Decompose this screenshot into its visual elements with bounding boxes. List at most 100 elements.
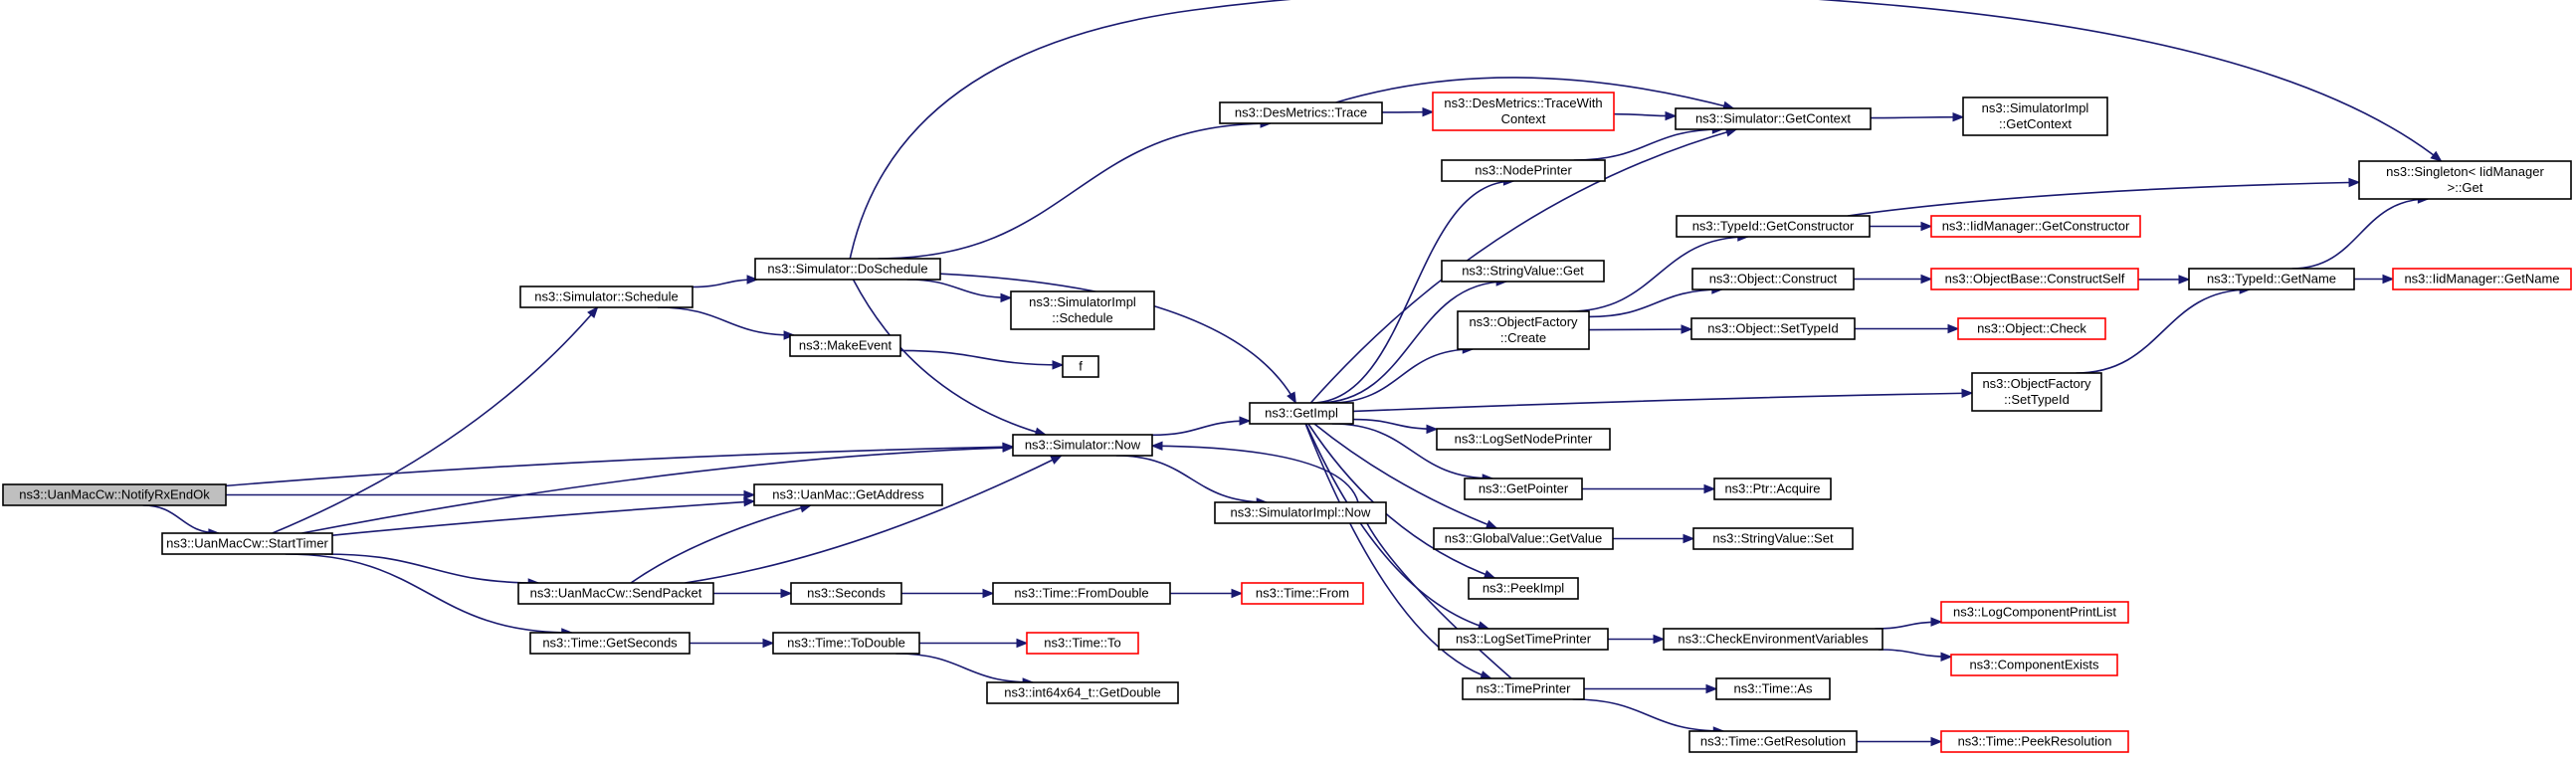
function-node-now[interactable]: ns3::Simulator::Now — [1012, 434, 1153, 457]
function-node-box — [2358, 160, 2572, 200]
function-node-ofcreate[interactable]: ns3::ObjectFactory::Create — [1457, 310, 1590, 350]
function-node-implgetctx[interactable]: ns3::SimulatorImpl::GetContext — [1962, 96, 2108, 136]
function-node-label: ns3::MakeEvent — [799, 338, 892, 353]
function-node-timefrom[interactable]: ns3::Time::From — [1241, 582, 1364, 605]
function-node-label: ns3::TypeId::GetConstructor — [1692, 219, 1855, 234]
function-node-box — [1219, 101, 1383, 124]
function-node-label: ns3::UanMacCw::SendPacket — [530, 586, 702, 601]
function-node-box — [1688, 730, 1858, 753]
function-node-f[interactable]: f — [1062, 355, 1099, 378]
function-node-nodeprinter[interactable]: ns3::NodePrinter — [1441, 159, 1606, 182]
function-node-peekimpl[interactable]: ns3::PeekImpl — [1468, 577, 1579, 600]
function-node-label: ns3::IidManager::GetConstructor — [1942, 219, 2130, 234]
function-node-todouble[interactable]: ns3::Time::ToDouble — [772, 632, 920, 655]
arrowhead-icon — [1231, 588, 1244, 599]
arrowhead-icon — [1703, 483, 1716, 494]
call-edge-obconstructself-to-typegetname — [2137, 275, 2191, 285]
arrowhead-icon — [1150, 441, 1163, 452]
function-node-typegetname[interactable]: ns3::TypeId::GetName — [2188, 268, 2355, 290]
call-edge-objsettypeid-to-objcheck — [1855, 323, 1960, 334]
function-node-getaddress[interactable]: ns3::UanMac::GetAddress — [753, 483, 943, 506]
call-edge-getimpl-to-lognodeprinter — [1352, 418, 1439, 435]
function-node-label: ns3::GlobalValue::GetValue — [1445, 531, 1603, 546]
function-node-label: ns3::TimePrinter — [1477, 681, 1572, 696]
arrowhead-icon — [1705, 683, 1718, 694]
function-node-label: ns3::Simulator::Schedule — [534, 289, 679, 304]
function-node-getpointer[interactable]: ns3::GetPointer — [1464, 477, 1583, 500]
function-node-timeas[interactable]: ns3::Time::As — [1715, 677, 1831, 700]
call-edge-schedule-to-makeevent — [657, 306, 796, 340]
function-node-sendpacket[interactable]: ns3::UanMacCw::SendPacket — [517, 582, 714, 605]
call-edge-now-to-getimpl — [1151, 416, 1252, 437]
function-node-compexists[interactable]: ns3::ComponentExists — [1950, 654, 2118, 676]
function-node-logcomplist[interactable]: ns3::LogComponentPrintList — [1940, 601, 2129, 624]
function-node-seconds[interactable]: ns3::Seconds — [790, 582, 902, 605]
function-node-box — [1930, 268, 2139, 290]
function-node-implschedule[interactable]: ns3::SimulatorImpl::Schedule — [1010, 290, 1155, 330]
function-node-label: ns3::ComponentExists — [1969, 658, 2099, 672]
arrowhead-icon — [1239, 416, 1252, 426]
function-node-lognodeprinter[interactable]: ns3::LogSetNodePrinter — [1436, 428, 1611, 451]
function-node-gvgetvalue[interactable]: ns3::GlobalValue::GetValue — [1433, 527, 1614, 550]
arrowhead-icon — [1016, 638, 1029, 649]
function-node-obconstructself[interactable]: ns3::ObjectBase::ConstructSelf — [1930, 268, 2139, 290]
function-node-typegetctor[interactable]: ns3::TypeId::GetConstructor — [1676, 215, 1871, 238]
function-node-box — [1713, 477, 1832, 500]
function-node-logtimeprinter[interactable]: ns3::LogSetTimePrinter — [1438, 628, 1609, 651]
function-node-implnow[interactable]: ns3::SimulatorImpl::Now — [1214, 501, 1387, 524]
function-node-box — [161, 532, 333, 555]
function-node-objconstruct[interactable]: ns3::Object::Construct — [1691, 268, 1855, 290]
function-node-getcontext[interactable]: ns3::Simulator::GetContext — [1675, 107, 1872, 130]
function-node-label: ns3::GetPointer — [1479, 481, 1569, 496]
function-node-stringvalueget[interactable]: ns3::StringValue::Get — [1441, 260, 1605, 283]
function-node-singleton[interactable]: ns3::Singleton< IidManager>::Get — [2358, 160, 2572, 200]
function-node-getdouble[interactable]: ns3::int64x64_t::GetDouble — [986, 681, 1179, 704]
function-node-getres[interactable]: ns3::Time::GetResolution — [1688, 730, 1858, 753]
function-node-label: ns3::Object::SetTypeId — [1707, 321, 1839, 336]
function-node-label: ::GetContext — [1999, 116, 2072, 131]
function-node-destrace[interactable]: ns3::DesMetrics::Trace — [1219, 101, 1383, 124]
call-edge-checkenv-to-logcomplist — [1875, 617, 1943, 630]
call-edge-getimpl-to-timeprinter — [1304, 423, 1492, 680]
arrowhead-icon — [780, 588, 793, 599]
function-node-objsettypeid[interactable]: ns3::Object::SetTypeId — [1690, 317, 1856, 340]
function-node-getseconds[interactable]: ns3::Time::GetSeconds — [529, 632, 691, 655]
function-node-timeprinter[interactable]: ns3::TimePrinter — [1462, 677, 1585, 700]
function-node-label: ns3::StringValue::Get — [1462, 264, 1584, 279]
function-node-objcheck[interactable]: ns3::Object::Check — [1957, 317, 2106, 340]
function-node-label: ::Create — [1500, 330, 1546, 345]
function-node-iidgetname[interactable]: ns3::IidManager::GetName — [2392, 268, 2572, 290]
function-node-root[interactable]: ns3::UanMacCw::NotifyRxEndOk — [2, 483, 227, 506]
function-node-makeevent[interactable]: ns3::MakeEvent — [789, 334, 901, 357]
function-node-peekres[interactable]: ns3::Time::PeekResolution — [1940, 730, 2129, 753]
function-node-label: ns3::DesMetrics::TraceWith — [1444, 95, 1602, 110]
function-node-schedule[interactable]: ns3::Simulator::Schedule — [519, 285, 694, 308]
arrowhead-icon — [1920, 274, 1933, 285]
function-node-box — [986, 681, 1179, 704]
call-edge-typegetctor-to-iidgetctor — [1869, 221, 1933, 232]
function-node-timeto[interactable]: ns3::Time::To — [1026, 632, 1139, 655]
function-node-label: Context — [1501, 111, 1546, 126]
call-edge-typegetctor-to-singleton — [1847, 177, 2361, 217]
function-node-fromdouble[interactable]: ns3::Time::FromDouble — [992, 582, 1171, 605]
function-node-ofsettypeid[interactable]: ns3::ObjectFactory::SetTypeId — [1971, 372, 2102, 412]
function-node-label: ns3::Time::To — [1044, 636, 1121, 651]
function-node-box — [1468, 577, 1579, 600]
call-edge-gvgetvalue-to-svset — [1612, 533, 1695, 544]
function-node-checkenv[interactable]: ns3::CheckEnvironmentVariables — [1663, 628, 1883, 651]
call-edge-root-to-now — [225, 442, 1015, 487]
function-node-box — [1957, 317, 2106, 340]
function-node-iidgetctor[interactable]: ns3::IidManager::GetConstructor — [1930, 215, 2141, 238]
arrowhead-icon — [762, 638, 775, 649]
function-node-label: ns3::PeekImpl — [1483, 581, 1564, 596]
function-node-box — [790, 582, 902, 605]
function-node-starttimer[interactable]: ns3::UanMacCw::StartTimer — [161, 532, 333, 555]
function-node-getimpl[interactable]: ns3::GetImpl — [1249, 402, 1354, 425]
function-node-ptracquire[interactable]: ns3::Ptr::Acquire — [1713, 477, 1832, 500]
function-node-doschedule[interactable]: ns3::Simulator::DoSchedule — [754, 258, 941, 281]
function-node-svset[interactable]: ns3::StringValue::Set — [1692, 527, 1854, 550]
arrowhead-icon — [1681, 324, 1693, 334]
function-node-box — [519, 285, 694, 308]
